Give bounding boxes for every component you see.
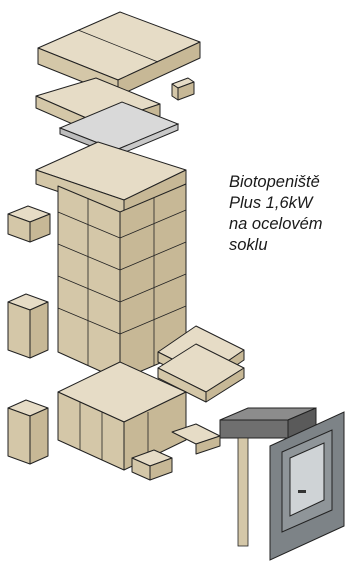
steel-base-and-door [219,407,345,561]
loose-block-left-middle [7,293,49,359]
caption-line-3: na ocelovém [229,215,323,233]
chamber-layer-upper [35,141,187,215]
caption-line-1: Biotopeniště [229,173,320,191]
diagram-caption: Biotopeniště Plus 1,6kW na ocelovém sokl… [229,172,349,256]
chamber-tower [57,183,187,381]
side-slabs [157,325,245,403]
top-cover-slab [37,11,201,97]
loose-block-left-bottom [7,399,49,465]
loose-block-left-top [7,205,51,243]
caption-line-2: Plus 1,6kW [229,194,313,212]
caption-line-4: soklu [229,236,268,254]
base-firebox [57,361,187,471]
